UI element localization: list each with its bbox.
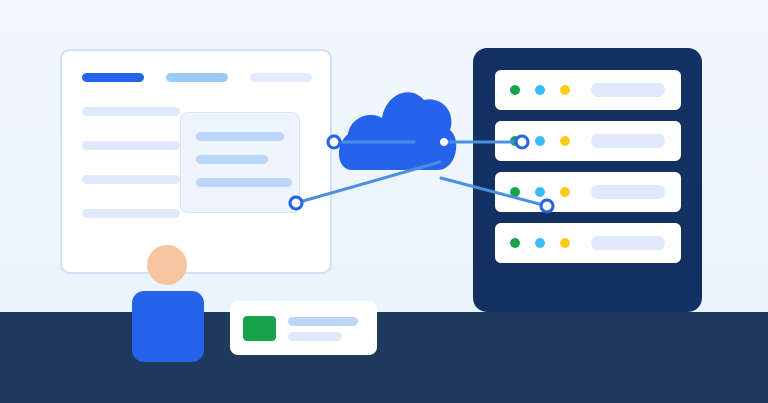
status-card xyxy=(230,301,377,355)
connector-node-small xyxy=(440,138,448,146)
server-unit xyxy=(495,223,681,263)
card-chip xyxy=(243,316,276,341)
status-led-green xyxy=(510,238,520,248)
content-panel xyxy=(180,112,300,213)
window-tab xyxy=(166,73,228,82)
card-line xyxy=(288,332,342,341)
text-line xyxy=(82,141,180,150)
connector-line xyxy=(439,176,549,208)
connector-node xyxy=(288,195,304,211)
server-unit xyxy=(495,70,681,110)
status-led-yellow xyxy=(560,136,570,146)
connector-node xyxy=(539,198,555,214)
server-unit-bar xyxy=(591,236,665,250)
server-unit-bar xyxy=(591,83,665,97)
panel-line xyxy=(196,155,268,164)
status-led-cyan xyxy=(535,238,545,248)
person-body xyxy=(132,291,204,362)
server-rack xyxy=(473,48,702,312)
panel-line xyxy=(196,178,292,187)
panel-line xyxy=(196,132,284,141)
cloud-icon xyxy=(338,92,457,170)
text-line xyxy=(82,209,180,218)
connector-line xyxy=(294,160,442,205)
text-line xyxy=(82,107,180,116)
server-unit-bar xyxy=(591,185,665,199)
floor-band xyxy=(0,312,768,403)
server-unit xyxy=(495,172,681,212)
text-line xyxy=(82,175,180,184)
server-unit-bar xyxy=(591,134,665,148)
connector-node xyxy=(514,134,530,150)
status-led-yellow xyxy=(560,187,570,197)
status-led-cyan xyxy=(535,136,545,146)
window-tab xyxy=(250,73,312,82)
status-led-cyan xyxy=(535,187,545,197)
status-led-green xyxy=(510,85,520,95)
window-tab-active xyxy=(82,73,144,82)
status-led-cyan xyxy=(535,85,545,95)
connector-node xyxy=(326,134,342,150)
status-led-yellow xyxy=(560,238,570,248)
status-led-yellow xyxy=(560,85,570,95)
person-head xyxy=(147,245,187,285)
card-line xyxy=(288,317,358,326)
status-led-green xyxy=(510,187,520,197)
